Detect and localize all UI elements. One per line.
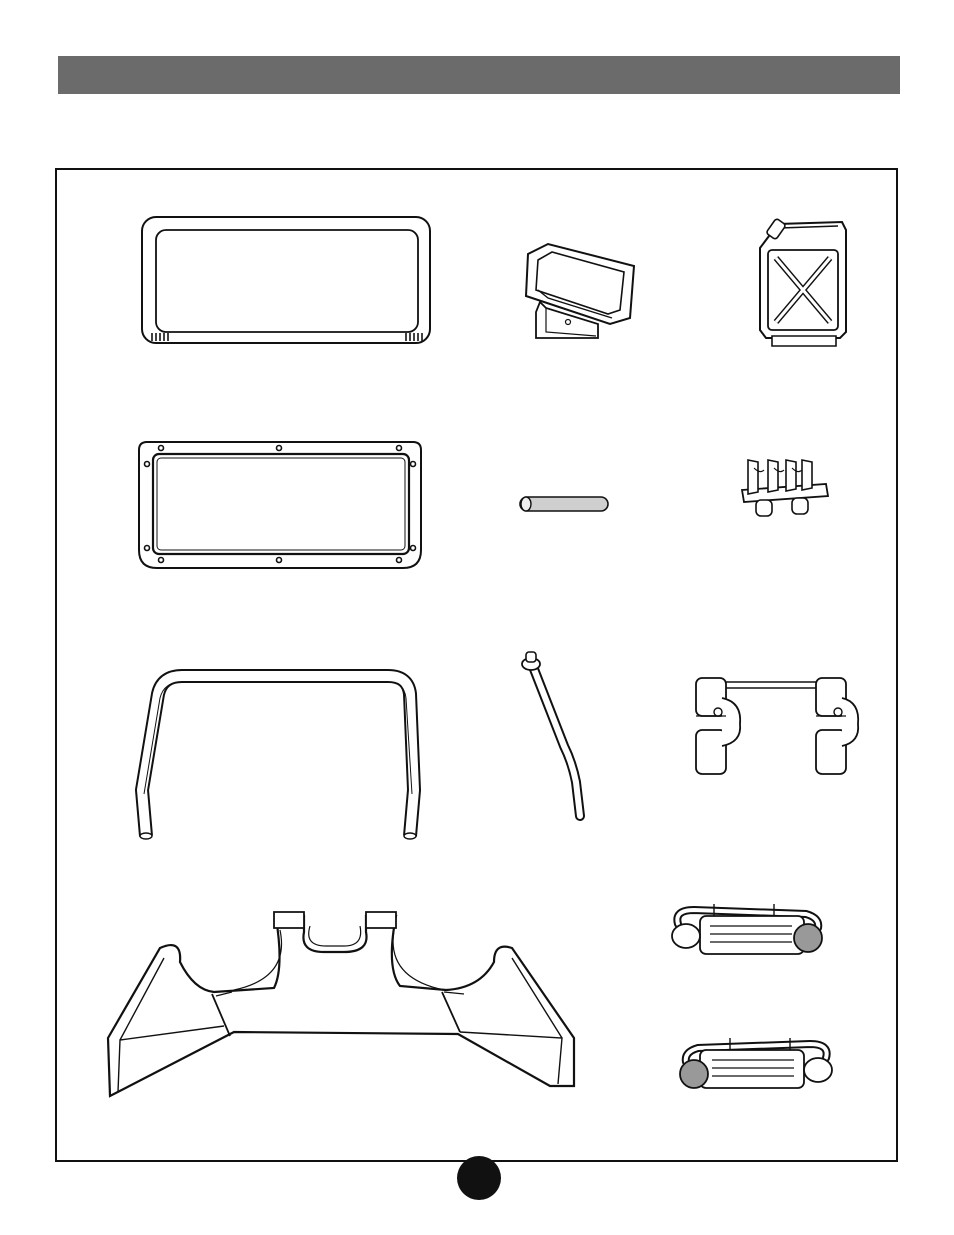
shift-lever-drawing — [516, 650, 596, 822]
short-rod-drawing — [518, 495, 612, 513]
gas-can-drawing — [750, 218, 850, 350]
header-bar — [58, 56, 900, 94]
seat-back-frame-drawing — [140, 215, 432, 345]
bumper-right-drawing — [670, 902, 832, 960]
bumper-left-drawing — [672, 1036, 834, 1094]
body-panel-drawing — [104, 908, 578, 1102]
clamp-assembly-drawing — [692, 676, 862, 778]
page-number-badge — [457, 1156, 501, 1200]
windshield-frame-drawing — [137, 440, 423, 570]
roll-bar-drawing — [132, 670, 428, 846]
hinge-bracket-drawing — [738, 456, 832, 522]
cup-holder-drawing — [518, 240, 640, 340]
